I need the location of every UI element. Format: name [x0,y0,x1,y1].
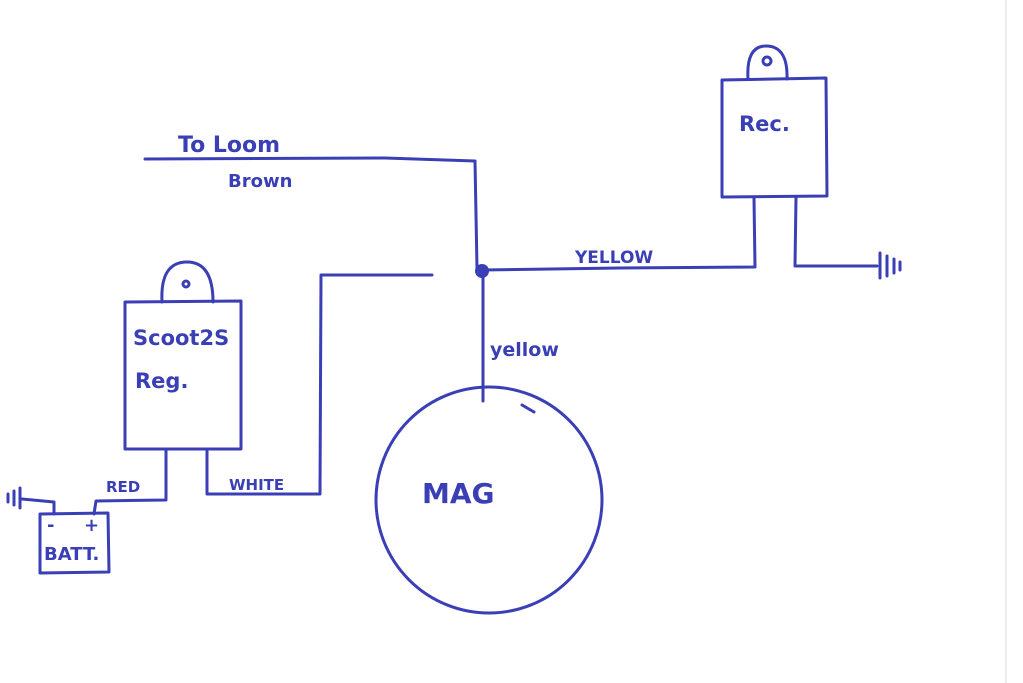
yellow-lower-label: yellow [490,339,559,361]
battery-minus: - [47,515,54,536]
reg-mounting-hole [181,279,191,289]
red-wire [92,448,168,516]
white-wire [205,273,434,496]
battery-plus: + [84,515,99,536]
brown-wire [143,156,479,270]
battery-label: BATT. [44,544,99,565]
rec-ground-icon [878,251,902,280]
mag-circle [374,385,604,615]
mag-wire-entry [520,403,536,414]
yellow-wire-to-rec [481,196,757,272]
brown-label: Brown [228,171,292,192]
white-label: WHITE [229,476,284,494]
mag-component: MAG [374,385,604,615]
yellow-upper-label: YELLOW [574,248,653,268]
rec-body [720,76,829,199]
battery-ground-wire [20,497,56,516]
rec-component: Rec. [720,44,829,199]
battery-body [38,511,111,575]
reg-label-line1: Scoot2S [133,326,229,350]
reg-label-line2: Reg. [135,369,188,393]
scooter-reg-component: Scoot2S Reg. [123,260,243,451]
rec-mounting-tab [746,44,789,81]
reg-mounting-tab [160,260,215,304]
rec-mounting-hole [761,55,773,67]
junction-dot [475,264,489,278]
mag-label: MAG [422,477,495,510]
rec-label: Rec. [739,112,790,136]
battery-ground-icon [6,486,22,510]
reg-body [123,299,243,451]
red-label: RED [106,478,140,496]
battery-component: - + BATT. [38,511,111,575]
to-loom-label: To Loom [178,133,280,158]
rec-ground-wire [793,196,879,268]
